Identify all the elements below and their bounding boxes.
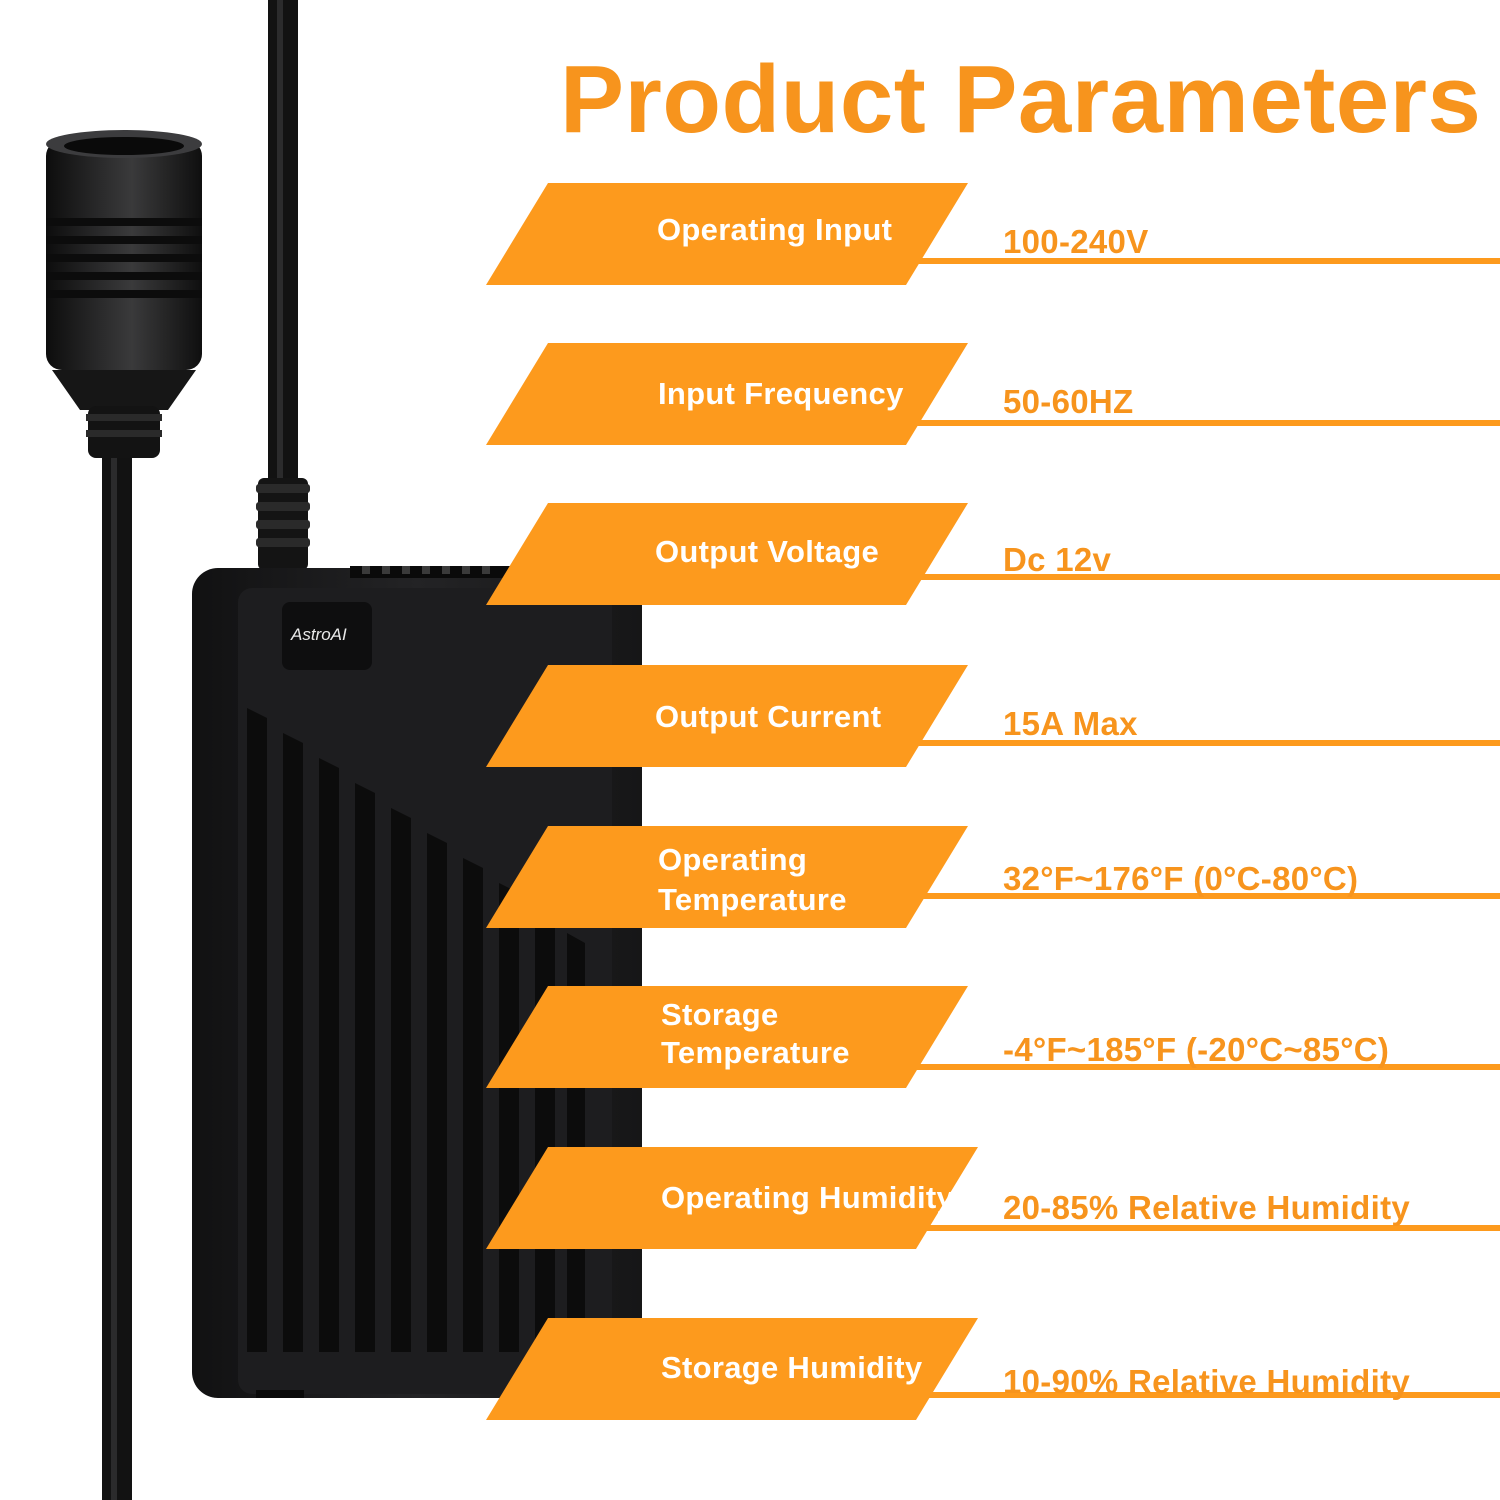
param-label: Output Current (655, 699, 882, 734)
param-label: Temperature (661, 1035, 850, 1070)
param-underline (912, 420, 1500, 426)
param-value: 32°F~176°F (0°C-80°C) (1003, 860, 1359, 897)
page-title: Product Parameters (560, 46, 1482, 153)
param-label: Operating (658, 842, 808, 877)
param-value: -4°F~185°F (-20°C~85°C) (1003, 1031, 1390, 1068)
param-value: Dc 12v (1003, 541, 1112, 578)
param-value: 20-85% Relative Humidity (1003, 1189, 1411, 1226)
param-value: 100-240V (1003, 223, 1149, 260)
power-adapter-image (46, 0, 642, 1500)
cable-strain-relief (256, 478, 310, 570)
param-label: Operating Input (657, 212, 893, 247)
param-label: Output Voltage (655, 534, 880, 569)
param-label: Temperature (658, 882, 847, 917)
param-underline (912, 258, 1500, 264)
param-value: 10-90% Relative Humidity (1003, 1363, 1411, 1400)
brand-logo (282, 602, 372, 670)
lighter-socket (46, 130, 202, 458)
brand-logo-text: AstroAI (291, 625, 347, 644)
param-underline (912, 740, 1500, 746)
param-label: Input Frequency (658, 376, 904, 411)
param-underline (912, 574, 1500, 580)
param-label: Storage Humidity (661, 1350, 923, 1385)
param-label: Operating Humidity (661, 1180, 955, 1215)
param-value: 15A Max (1003, 705, 1138, 742)
adapter-body (192, 566, 642, 1398)
param-label: Storage (661, 997, 779, 1032)
param-value: 50-60HZ (1003, 383, 1134, 420)
